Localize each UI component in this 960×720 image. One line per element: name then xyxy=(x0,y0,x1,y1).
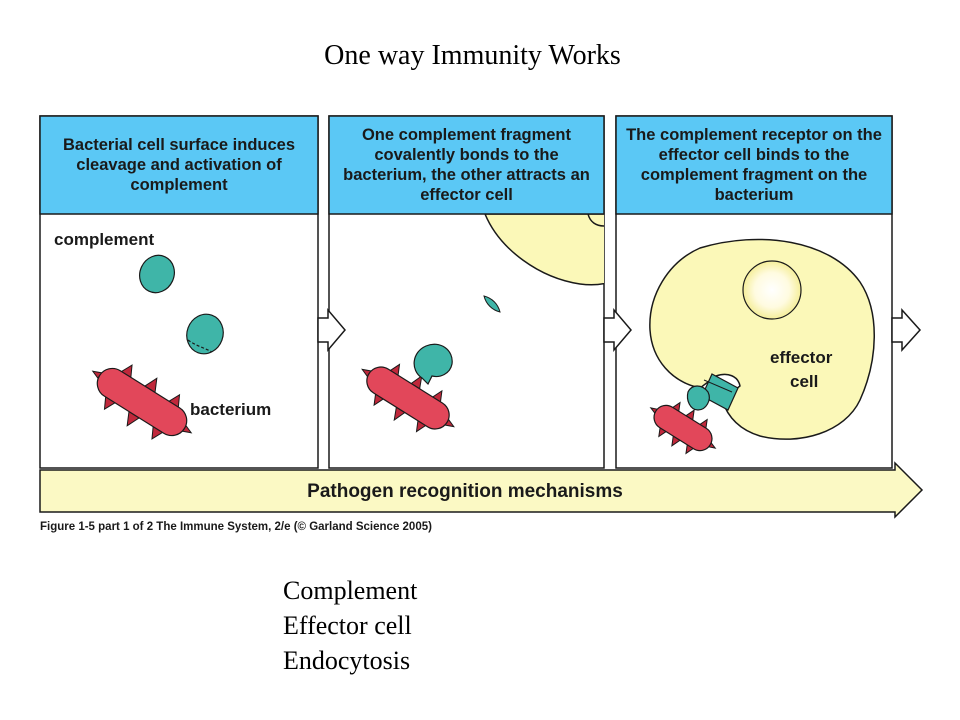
panel-3-header: The complement receptor on the effector … xyxy=(626,126,882,204)
effector-cell-partial xyxy=(484,214,604,286)
arrow-3-out xyxy=(891,308,922,352)
bacterium-1 xyxy=(91,364,193,440)
term-endocytosis: Endocytosis xyxy=(283,646,411,675)
arrow-1-2 xyxy=(317,307,346,353)
complement-label: complement xyxy=(54,230,155,249)
panel-1 xyxy=(39,115,319,469)
bacterium-label: bacterium xyxy=(190,400,272,419)
arrow-2-3 xyxy=(603,307,632,353)
complement-molecule xyxy=(139,254,175,294)
effector-cell-nucleus xyxy=(742,260,802,320)
bound-fragment-3 xyxy=(686,385,710,411)
complement-molecule-cleaving xyxy=(186,313,224,355)
figure-caption: Figure 1-5 part 1 of 2 The Immune System… xyxy=(40,521,432,533)
panel-2-header: One complement fragment covalently bonds… xyxy=(343,126,590,204)
pathogen-recognition-band xyxy=(39,461,924,519)
pathogen-recognition-label: Pathogen recognition mechanisms xyxy=(307,481,623,502)
term-effector-cell: Effector cell xyxy=(283,611,412,640)
effector-label-line1: effector xyxy=(770,348,833,367)
effector-cell xyxy=(649,238,875,440)
effector-label-line2: cell xyxy=(790,372,819,391)
complement-fragment-small xyxy=(483,295,501,313)
panel-1-header: Bacterial cell surface induces cleavage … xyxy=(62,136,296,194)
term-complement: Complement xyxy=(283,576,418,605)
terms-list: Complement Effector cell Endocytosis xyxy=(283,573,417,678)
slide-title: One way Immunity Works xyxy=(324,40,621,71)
bacterium-2 xyxy=(361,363,455,433)
bacterium-3 xyxy=(649,401,717,455)
bound-complement-fragment xyxy=(413,343,453,386)
